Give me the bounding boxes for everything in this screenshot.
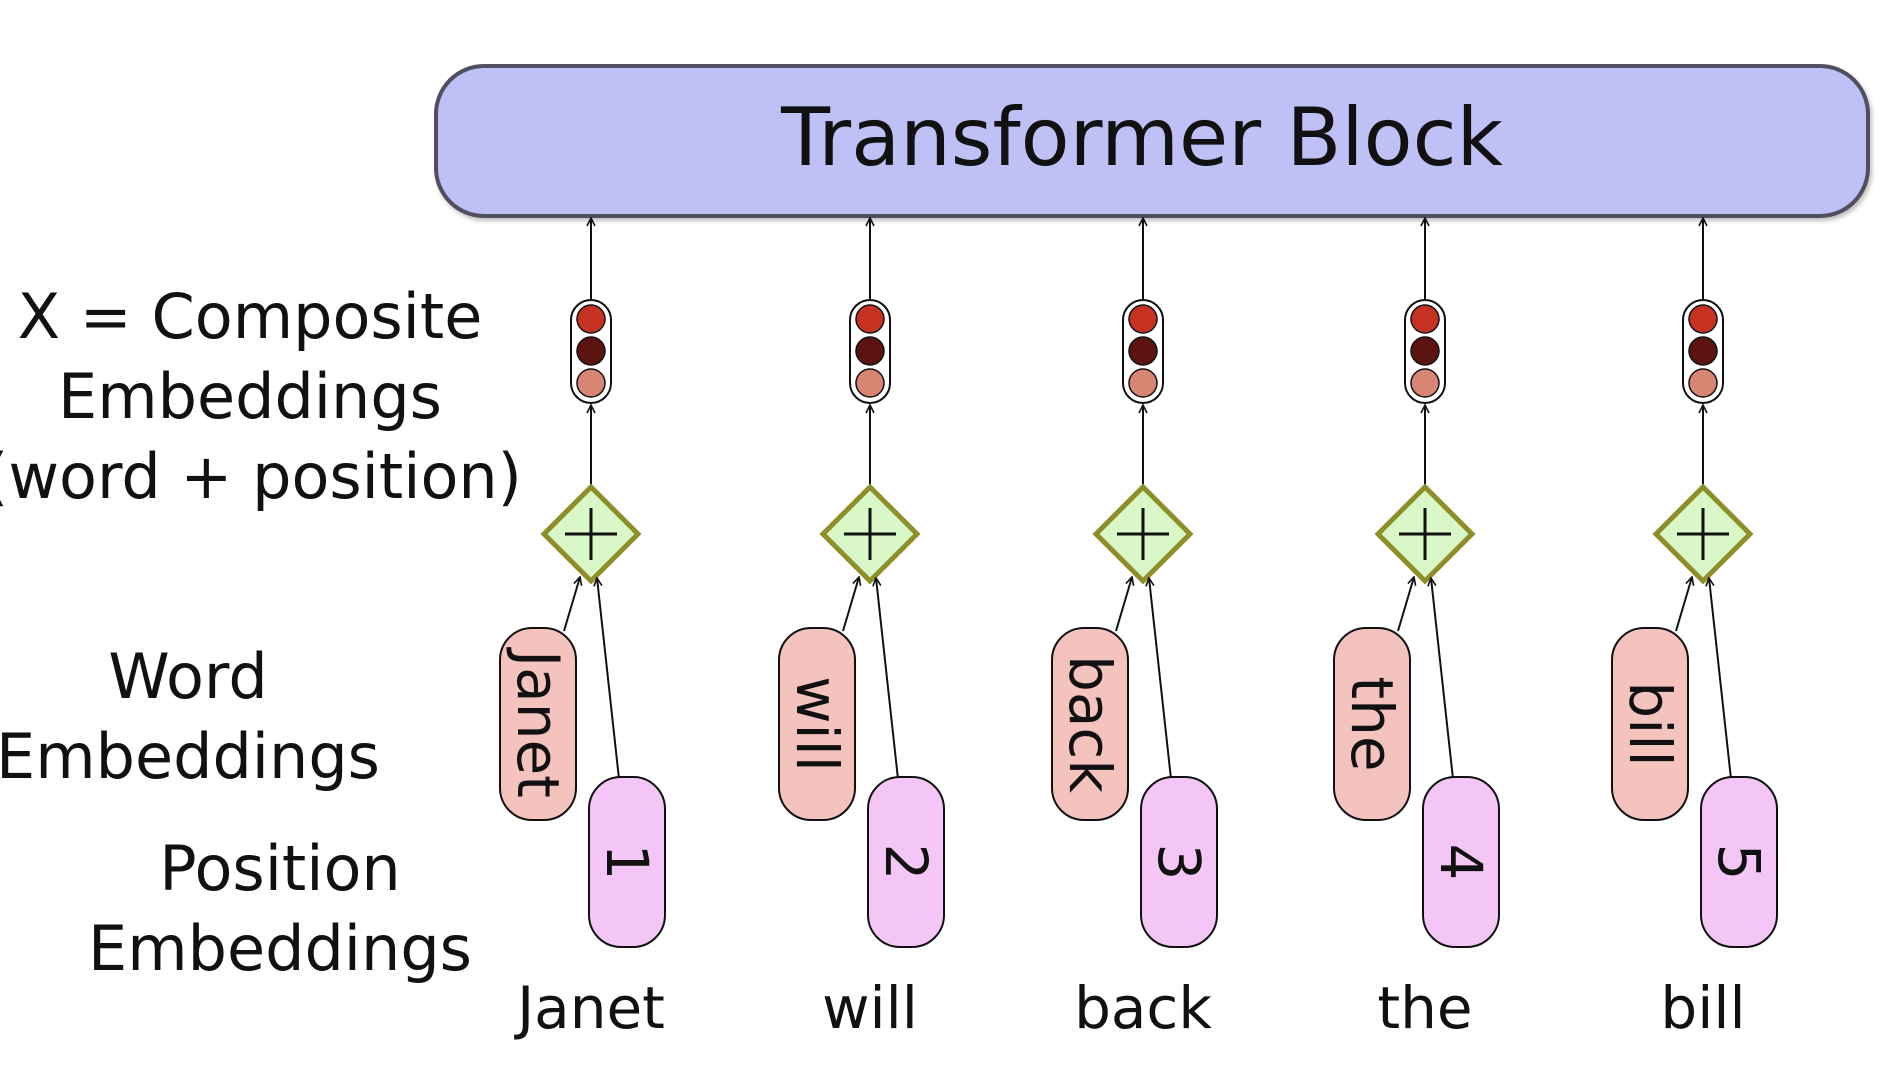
plus-node	[1374, 483, 1476, 585]
composite-embedding-vector	[570, 299, 612, 404]
word-embedding-text: the	[1338, 676, 1406, 771]
token-label: the	[1377, 974, 1472, 1042]
position-arrow	[597, 578, 620, 780]
vector-dot	[576, 336, 606, 366]
vector-dot	[1688, 304, 1718, 334]
word-embedding-text: will	[783, 676, 851, 772]
plus-node	[1092, 483, 1194, 585]
vector-dot	[1688, 368, 1718, 398]
transformer-block-box	[434, 64, 1870, 218]
position-label-line-2: Embeddings	[88, 912, 472, 985]
composite-embedding-vector	[1682, 299, 1724, 404]
word-arrow	[842, 577, 859, 632]
plus-node	[819, 483, 921, 585]
position-arrow	[876, 578, 899, 780]
word-label-line-1: Word	[108, 640, 267, 713]
token-label: back	[1074, 974, 1212, 1042]
token-label: Janet	[514, 974, 665, 1042]
plus-node	[1652, 483, 1754, 585]
word-embedding-box	[1333, 627, 1411, 821]
position-embedding-text: 3	[1145, 844, 1213, 881]
vector-dot	[855, 368, 885, 398]
position-embedding-text: 4	[1427, 844, 1495, 881]
word-arrow	[563, 577, 580, 632]
position-embedding-box	[1140, 776, 1218, 948]
position-embedding-box	[1700, 776, 1778, 948]
composite-label-line-2: Embeddings	[58, 360, 442, 433]
composite-embeddings-label: X = Composite Embeddings (word + positio…	[0, 280, 522, 513]
position-arrow	[1149, 578, 1172, 780]
word-embedding-text: back	[1056, 655, 1124, 793]
transformer-block: Transformer Block	[434, 64, 1870, 218]
position-arrow	[1431, 578, 1454, 780]
position-embedding-text: 1	[593, 844, 661, 881]
vector-dot	[855, 304, 885, 334]
word-embedding-box	[1611, 627, 1689, 821]
token-label: will	[822, 974, 918, 1042]
word-embedding-text: Janet	[504, 647, 572, 798]
word-embeddings-label: Word Embeddings	[0, 640, 380, 793]
position-embedding-box	[867, 776, 945, 948]
vector-dot	[1128, 336, 1158, 366]
word-embedding-box	[1051, 627, 1129, 821]
word-embedding-box	[499, 627, 577, 821]
position-embedding-text: 5	[1705, 844, 1773, 881]
position-embedding-box	[1422, 776, 1500, 948]
word-arrow	[1675, 577, 1692, 632]
word-embedding-box	[778, 627, 856, 821]
vector-dot	[1128, 368, 1158, 398]
vector-dot	[576, 304, 606, 334]
composite-label-line-3: (word + position)	[0, 440, 522, 513]
word-label-line-2: Embeddings	[0, 720, 380, 793]
token-columns: Janet1Janetwill2willback3backthe4thebill…	[499, 218, 1778, 1042]
word-arrow	[1115, 577, 1132, 632]
composite-embedding-vector	[1404, 299, 1446, 404]
position-embeddings-label: Position Embeddings	[88, 832, 472, 985]
vector-dot	[576, 368, 606, 398]
composite-embedding-vector	[849, 299, 891, 404]
word-embedding-text: bill	[1616, 681, 1684, 766]
composite-embedding-vector	[1122, 299, 1164, 404]
word-arrow	[1397, 577, 1414, 632]
token-label: bill	[1660, 974, 1745, 1042]
vector-dot	[1128, 304, 1158, 334]
transformer-block-label: Transformer Block	[780, 91, 1504, 184]
position-arrow	[1709, 578, 1732, 780]
token-column: the 4 the	[1333, 218, 1500, 1042]
composite-label-line-1: X = Composite	[18, 280, 483, 353]
position-embedding-text: 2	[872, 844, 940, 881]
token-column: bill 5 bill	[1611, 218, 1778, 1042]
vector-dot	[1410, 304, 1440, 334]
vector-dot	[1410, 336, 1440, 366]
vector-dot	[855, 336, 885, 366]
token-column: will 2 will	[778, 218, 945, 1042]
position-label-line-1: Position	[159, 832, 400, 905]
vector-dot	[1688, 336, 1718, 366]
position-embedding-box	[588, 776, 666, 948]
token-column: back 3 back	[1051, 218, 1218, 1042]
vector-dot	[1410, 368, 1440, 398]
plus-node	[540, 483, 642, 585]
